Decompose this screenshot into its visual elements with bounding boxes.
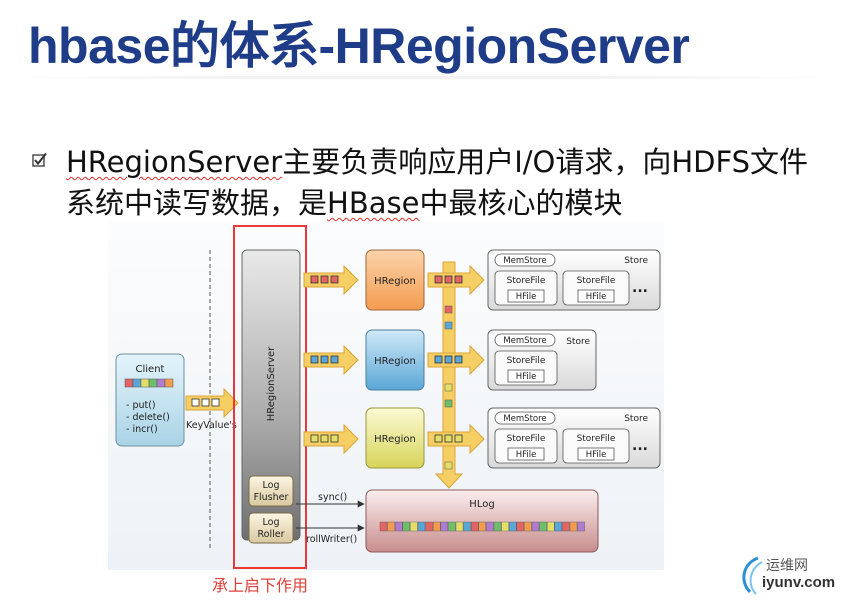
- hlog-entry-cell: [501, 521, 509, 532]
- hlog-entry-strip: [379, 521, 585, 532]
- hlog-entry-cell: [410, 521, 418, 532]
- checkbox-bullet-icon: [32, 152, 47, 167]
- hregionserver-label: HRegionServer: [266, 346, 277, 421]
- hlog-entry-cell: [433, 521, 441, 532]
- hlog-label: HLog: [469, 499, 494, 510]
- memstore-label-2: MemStore: [503, 336, 546, 346]
- hfile-label-2a: HFile: [516, 372, 537, 382]
- hlog-entry-cell: [493, 521, 502, 532]
- rollwriter-label: rollWriter(): [306, 534, 357, 545]
- hlog-entry-cell: [531, 521, 540, 532]
- storefile-label-2a: StoreFile: [507, 356, 546, 366]
- log-flusher-box: Log Flusher: [248, 475, 294, 507]
- iyunv-logo-icon: [742, 556, 763, 595]
- hfile-label-3b: HFile: [586, 450, 607, 460]
- hlog-entry-cell: [440, 521, 448, 532]
- title-divider: [0, 76, 844, 79]
- storefile-label-3b: StoreFile: [577, 434, 616, 444]
- more-indicator-1: ...: [632, 280, 648, 296]
- logo-text-en: iyunv.com: [762, 574, 836, 591]
- client-method-put: - put(): [126, 400, 156, 411]
- region-to-hlog-arrow: [434, 261, 464, 489]
- server-to-region-arrow-3: [303, 423, 359, 455]
- bullet-tail: 中最核心的模块: [419, 186, 623, 220]
- hregion-label-1: HRegion: [374, 276, 416, 287]
- logo-text-cn: 运维网: [766, 558, 808, 574]
- hlog-entry-cell: [554, 521, 562, 532]
- store-box-1: MemStore Store StoreFile HFile StoreFile…: [487, 249, 661, 311]
- hlog-entry-cell: [562, 521, 570, 532]
- hlog-entry-cell: [463, 521, 471, 532]
- bullet-body: 主要负责响应用户I/O请求，向HDFS文件系统中读写数据，是: [66, 145, 809, 220]
- region-to-store-arrow-2: [427, 344, 485, 376]
- hlog-entry-cell: [425, 521, 433, 532]
- store-label-3: Store: [624, 414, 648, 424]
- client-title: Client: [136, 364, 165, 375]
- bullet-text: HRegionServer主要负责响应用户I/O请求，向HDFS文件系统中读写数…: [66, 142, 836, 224]
- hregion-box-1: HRegion: [365, 249, 425, 311]
- log-roller-box: Log Roller: [248, 512, 294, 544]
- hlog-entry-cell: [509, 521, 517, 532]
- storefile-label-1b: StoreFile: [577, 276, 616, 286]
- hlog-entry-cell: [455, 521, 464, 532]
- diagram-caption: 承上启下作用: [212, 576, 309, 595]
- log-flusher-line2: Flusher: [254, 492, 289, 503]
- storefile-label-1a: StoreFile: [507, 276, 546, 286]
- hlog-entry-cell: [539, 521, 547, 532]
- store-label-1: Store: [624, 256, 648, 266]
- region-to-store-arrow-1: [427, 264, 485, 296]
- hlog-entry-cell: [417, 521, 426, 532]
- highlight-frame: [233, 225, 307, 569]
- hfile-label-1b: HFile: [586, 292, 607, 302]
- hfile-label-3a: HFile: [516, 450, 537, 460]
- hlog-entry-cell: [577, 521, 585, 532]
- client-box: Client - put() - delete() - incr(): [115, 353, 185, 447]
- store-box-2: MemStore Store StoreFile HFile: [487, 329, 597, 391]
- memstore-label-3: MemStore: [503, 414, 546, 424]
- log-roller-line2: Roller: [257, 529, 284, 540]
- region-to-store-arrow-3: [427, 423, 485, 455]
- bullet-term-hbase: HBase: [327, 186, 420, 220]
- store-box-3: MemStore Store StoreFile HFile StoreFile…: [487, 407, 661, 469]
- keyvalue-label: KeyValue's: [186, 420, 237, 431]
- hfile-label-1a: HFile: [516, 292, 537, 302]
- hlog-entry-cell: [471, 521, 479, 532]
- hlog-entry-cell: [395, 521, 403, 532]
- client-method-delete: - delete(): [126, 412, 170, 423]
- hlog-entry-cell: [379, 521, 388, 532]
- client-keyvalue-strip: [124, 378, 174, 388]
- hregion-label-3: HRegion: [374, 434, 416, 445]
- hregion-box-2: HRegion: [365, 329, 425, 391]
- hlog-entry-cell: [402, 521, 410, 532]
- hlog-entry-cell: [569, 521, 578, 532]
- hregion-label-2: HRegion: [374, 356, 416, 367]
- log-roller-line1: Log: [263, 517, 280, 528]
- store-label-2: Store: [566, 337, 590, 347]
- hlog-entry-cell: [387, 521, 395, 532]
- log-flusher-line1: Log: [263, 480, 280, 491]
- storefile-label-3a: StoreFile: [507, 434, 546, 444]
- server-to-region-arrow-1: [303, 264, 359, 296]
- slide-title: hbase的体系-HRegionServer: [28, 18, 690, 74]
- memstore-label-1: MemStore: [503, 256, 546, 266]
- hlog-entry-cell: [448, 521, 456, 532]
- hlog-entry-cell: [478, 521, 486, 532]
- client-to-server-arrow: [185, 387, 239, 419]
- hlog-entry-cell: [486, 521, 494, 532]
- hlog-box: HLog: [365, 489, 599, 553]
- bullet-term-hregionserver: HRegionServer: [66, 145, 283, 179]
- more-indicator-3: ...: [632, 438, 648, 454]
- client-method-incr: - incr(): [126, 424, 158, 435]
- server-to-region-arrow-2: [303, 344, 359, 376]
- hlog-entry-cell: [524, 521, 532, 532]
- hlog-entry-cell: [516, 521, 524, 532]
- hregion-box-3: HRegion: [365, 407, 425, 469]
- hlog-entry-cell: [547, 521, 555, 532]
- hregionserver-diagram: Client - put() - delete() - incr() KeyVa…: [108, 222, 664, 570]
- sync-label: sync(): [318, 492, 347, 503]
